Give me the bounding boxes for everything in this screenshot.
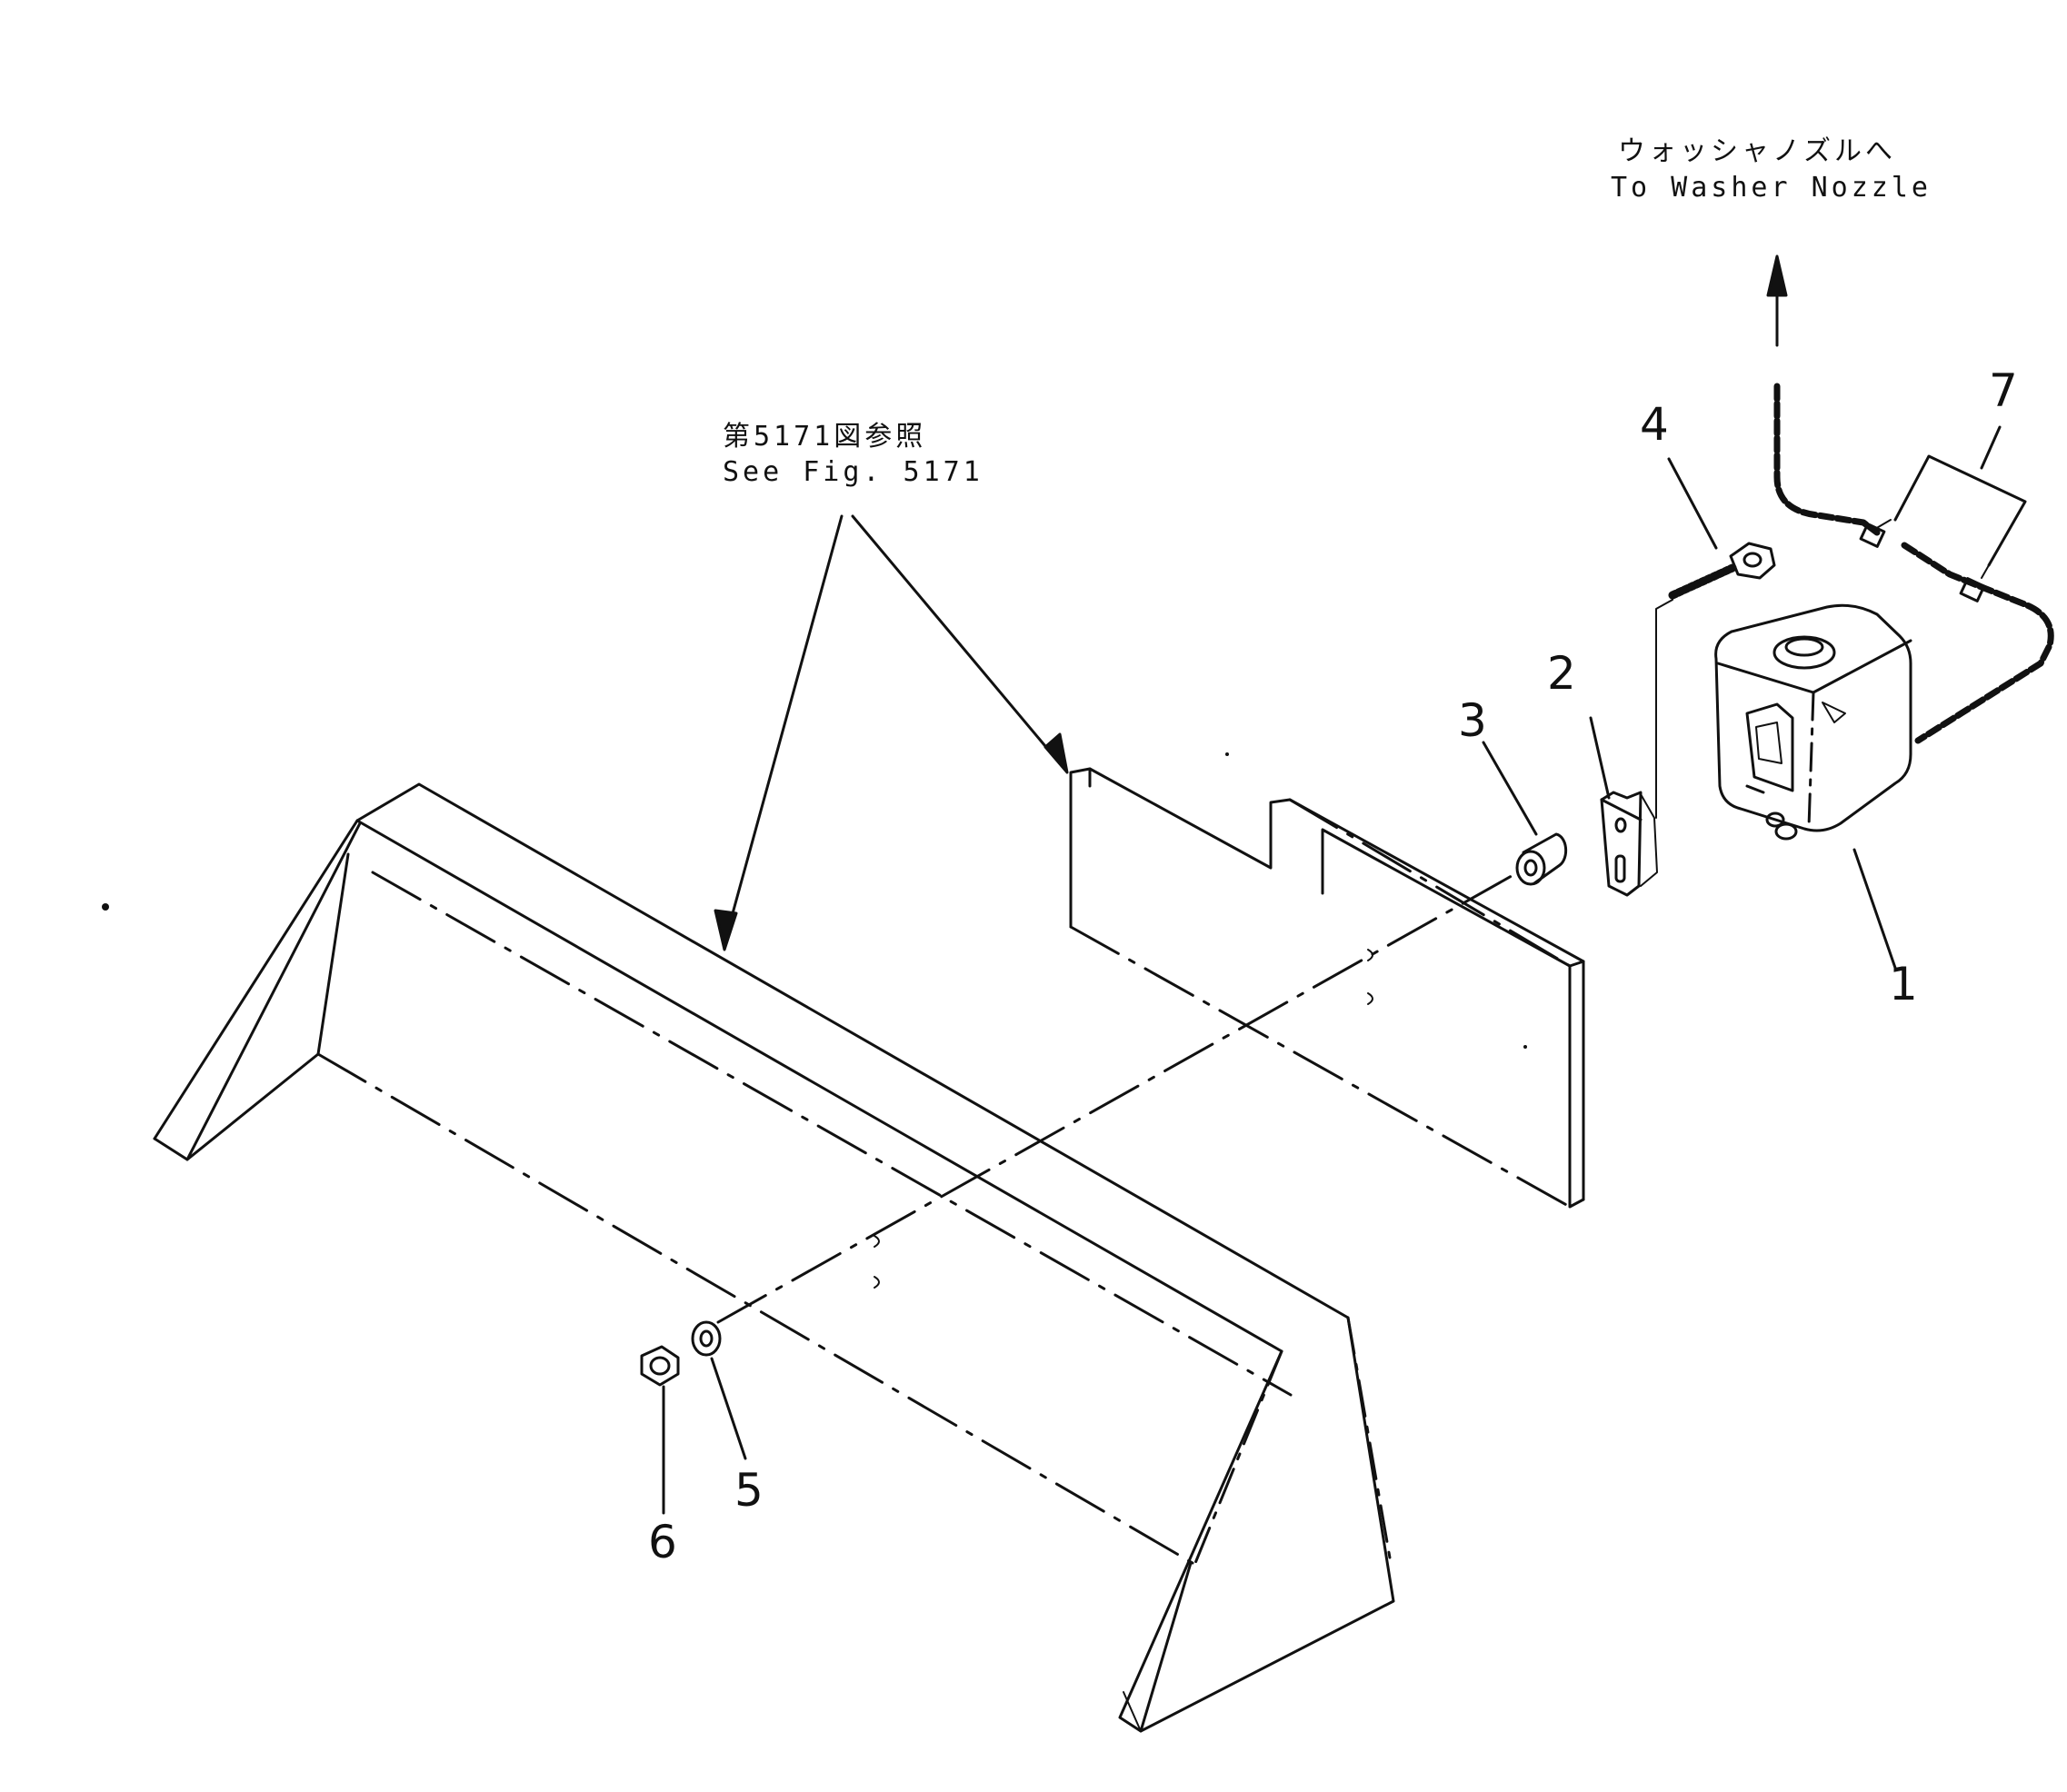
bolt-axis (718, 872, 1518, 1322)
frame-cover (155, 784, 1393, 1731)
callout-6: 6 (648, 1516, 677, 1568)
callout-1: 1 (1889, 958, 1918, 1010)
axis-marks (874, 950, 1373, 1288)
washer-nozzle-arrow (1768, 256, 1786, 345)
see-fig-label-jp: 第5171図参照 (723, 421, 927, 453)
bracket-part-2 (1591, 600, 1673, 895)
spacer-part-3 (1483, 742, 1566, 884)
washer-tank-part-1 (1716, 605, 1911, 968)
washer-nozzle-label-jp: ウォッシャノズルへ (1618, 135, 1896, 167)
hose-part-7 (1777, 386, 2051, 741)
washer-nozzle-label-en: To Washer Nozzle (1611, 172, 1932, 204)
callout-7: 7 (1989, 364, 2018, 417)
callout-4: 4 (1640, 398, 1669, 451)
back-plate (1071, 769, 1583, 1207)
see-fig-leaders (715, 516, 1067, 950)
washer-part-5 (693, 1322, 745, 1458)
bolt-part-4 (1669, 459, 1774, 595)
callout-5: 5 (734, 1464, 764, 1517)
nut-part-6 (642, 1347, 678, 1513)
scan-specks (102, 752, 1527, 1049)
see-fig-label-en: See Fig. 5171 (723, 456, 984, 488)
callout-2: 2 (1547, 647, 1576, 700)
callout-3: 3 (1458, 694, 1487, 747)
